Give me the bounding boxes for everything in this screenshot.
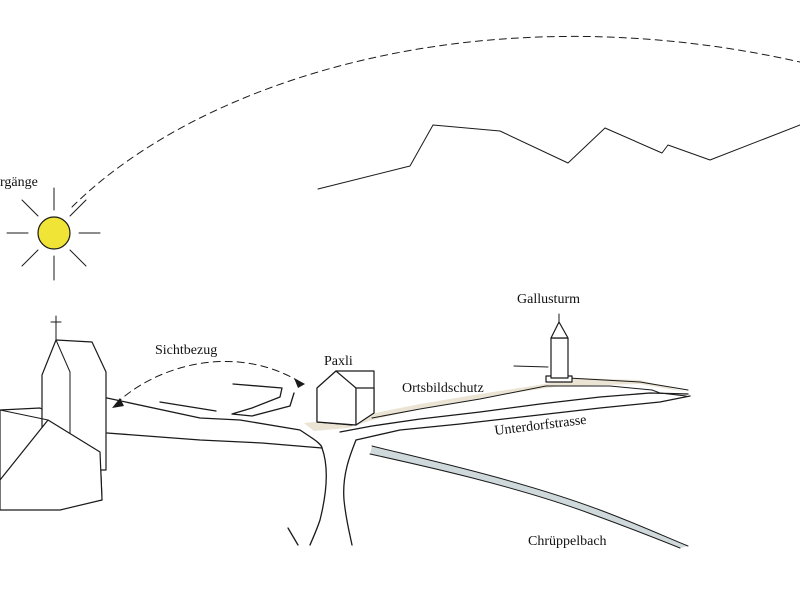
side-lane xyxy=(231,383,295,417)
unterdorfstrasse-road xyxy=(339,392,691,441)
south-road xyxy=(287,437,357,546)
protection-label: Ortsbildschutz xyxy=(402,381,484,396)
house-icon xyxy=(316,370,375,426)
sightline-arrow xyxy=(112,360,305,408)
house-label: Paxli xyxy=(324,354,353,369)
sun-icon xyxy=(6,187,101,281)
back-lane xyxy=(371,365,689,419)
tower-icon xyxy=(545,313,573,383)
village-road xyxy=(106,397,323,449)
church-icon xyxy=(0,315,107,511)
sun-path-arc xyxy=(71,35,800,208)
sightline-label: Sichtbezug xyxy=(155,343,217,358)
street-label: Unterdorfstrasse xyxy=(494,413,588,439)
sunsets-label: rgänge xyxy=(0,175,38,190)
stream xyxy=(369,445,689,549)
stream-label: Chrüppelbach xyxy=(528,534,607,549)
mountain-ridge xyxy=(317,124,800,190)
sun-disc xyxy=(37,216,71,250)
tower-label: Gallusturm xyxy=(517,292,580,307)
